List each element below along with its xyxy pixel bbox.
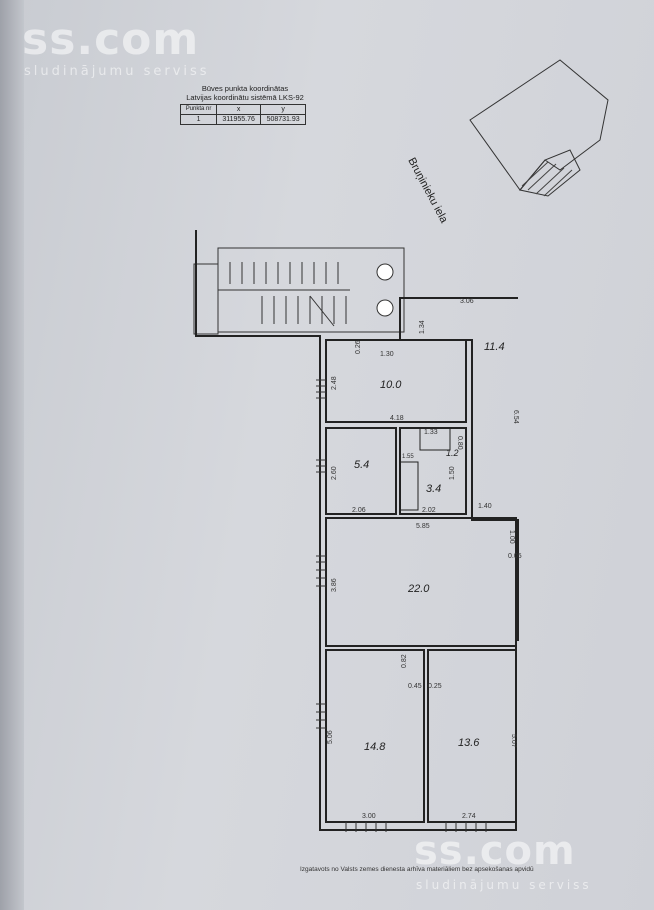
dimension: 3.86 <box>331 578 338 592</box>
windows <box>316 379 487 832</box>
cell-x: 311955.76 <box>216 114 262 125</box>
coordinate-title-line1: Būves punkta koordinātas <box>201 84 289 93</box>
room-area-label: 10.0 <box>380 379 402 391</box>
walls <box>195 230 519 831</box>
dimension: 0.25 <box>428 683 442 690</box>
dimension: 2.60 <box>331 466 338 480</box>
dimension: 0.45 <box>408 683 422 690</box>
neighbor-building <box>469 59 609 197</box>
table-row: 1 311955.76 508731.93 <box>179 114 306 125</box>
dimension: 4.18 <box>390 415 404 422</box>
room-areas: 11.4 10.0 5.4 1.2 3.4 22.0 14.8 13.6 <box>354 341 505 753</box>
room-area-label: 5.4 <box>354 459 369 471</box>
room-area-label: 14.8 <box>364 741 386 753</box>
staircase <box>193 247 405 335</box>
cell-y: 508731.93 <box>260 114 306 125</box>
street-label: Bruņinieku iela <box>405 156 450 226</box>
dimension: 3.06 <box>460 298 474 305</box>
dimension: 0.05 <box>508 553 522 560</box>
dimension: 1.55 <box>402 454 414 460</box>
dimension: 1.33 <box>424 429 438 436</box>
page-fold-shadow <box>0 0 24 910</box>
dimension: 0.26 <box>355 340 362 354</box>
watermark-logo-bottom: ss.com <box>414 828 576 874</box>
dimension: 5.07 <box>510 734 517 748</box>
coordinate-table-block: Būves punkta koordinātas Latvijas koordi… <box>179 84 310 125</box>
dimension: 1.40 <box>478 503 492 510</box>
room-area-label: 11.4 <box>484 341 505 353</box>
dimension: 2.74 <box>462 813 476 820</box>
dimension: 2.02 <box>422 507 436 514</box>
room-area-label: 22.0 <box>407 583 430 595</box>
coordinate-table-title: Būves punkta koordinātas Latvijas koordi… <box>180 84 310 102</box>
coordinate-title-line2: Latvijas koordinātu sistēmā LKS-92 <box>186 93 304 102</box>
dimension: 0.82 <box>401 654 408 668</box>
dimension: 2.06 <box>352 507 366 514</box>
dimension: 1.00 <box>508 530 515 544</box>
dimension: 5.85 <box>416 523 430 530</box>
room-area-label: 1.2 <box>446 448 459 458</box>
footer-note: Izgatavots no Valsts zemes dienesta arhī… <box>300 866 534 873</box>
room-area-label: 13.6 <box>458 737 480 749</box>
watermark-logo-top: ss.com <box>22 14 200 65</box>
dimension: 3.00 <box>362 813 376 820</box>
dimension: 0.80 <box>456 436 463 450</box>
watermark-tagline-bottom: sludinājumu serviss <box>416 878 592 892</box>
watermark-tagline-top: sludinājumu serviss <box>24 64 210 79</box>
room-area-label: 3.4 <box>426 483 441 495</box>
plan-sheet <box>14 0 654 910</box>
coordinate-table: Punkta nr x y 1 311955.76 508731.93 <box>179 104 306 125</box>
dimension: 1.50 <box>449 466 456 480</box>
dimension: 1.30 <box>380 351 394 358</box>
dimension: 2.48 <box>331 376 338 390</box>
dimension: 6.54 <box>512 410 519 424</box>
dimension: 5.06 <box>327 730 334 744</box>
dimension: 1.34 <box>419 320 426 334</box>
dimension-labels: 3.06 1.34 0.26 1.30 2.48 4.18 6.54 1.33 … <box>327 298 522 820</box>
